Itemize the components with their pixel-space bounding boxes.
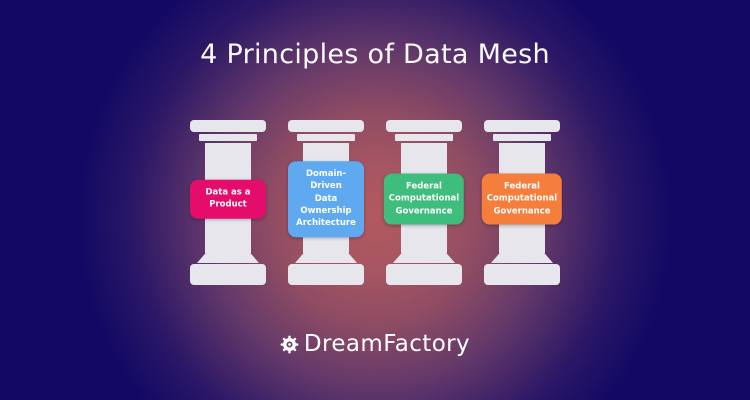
pillar-federal-computational-governance-2: Federal Computational Governance (481, 120, 563, 285)
label-federal-computational-governance-1: Federal Computational Governance (383, 173, 465, 225)
pillar-federal-computational-governance-1: Federal Computational Governance (383, 120, 465, 285)
gear-icon (280, 335, 299, 353)
pillar-capital-band (493, 134, 551, 141)
pillar-base-flare (295, 253, 357, 263)
page-title: 4 Principles of Data Mesh (200, 39, 550, 70)
pillar-capital (386, 120, 462, 132)
pillar-capital-band (199, 134, 257, 141)
pillar-capital (484, 120, 560, 132)
pillar-base (386, 264, 462, 285)
brand-name: DreamFactory (303, 331, 471, 357)
pillar-domain-driven-data-ownership: Domain-Driven Data Ownership Architectur… (288, 120, 364, 285)
pillar-capital-band (297, 134, 355, 141)
pillar-base (484, 264, 560, 285)
pillar-capital (288, 120, 364, 132)
pillar-base-flare (491, 253, 553, 263)
pillar-capital-band (395, 134, 453, 141)
pillar-base (190, 264, 266, 285)
pillar-data-as-a-product: Data as a Product (190, 120, 266, 285)
pillars-row: Data as a Product Domain-Driven Data Own… (0, 120, 750, 285)
brand-logo: DreamFactory (0, 331, 750, 357)
label-data-as-a-product: Data as a Product (190, 179, 266, 219)
label-federal-computational-governance-2: Federal Computational Governance (481, 173, 563, 225)
pillar-base-flare (393, 253, 455, 263)
pillar-base (288, 264, 364, 285)
label-domain-driven-data-ownership: Domain-Driven Data Ownership Architectur… (288, 161, 364, 237)
pillar-capital (190, 120, 266, 132)
pillar-base-flare (197, 253, 259, 263)
